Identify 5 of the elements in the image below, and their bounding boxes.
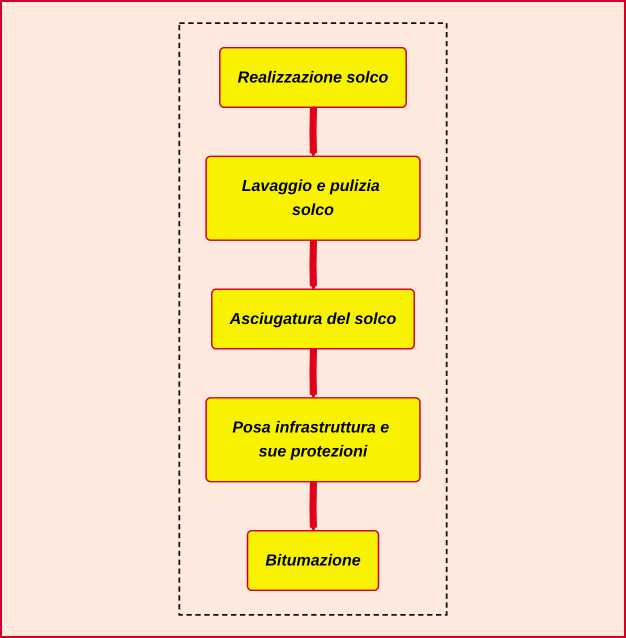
arrow — [309, 349, 318, 399]
arrow — [309, 108, 318, 158]
cluster — [178, 22, 448, 616]
arrow — [309, 240, 318, 290]
arrow — [309, 482, 318, 532]
